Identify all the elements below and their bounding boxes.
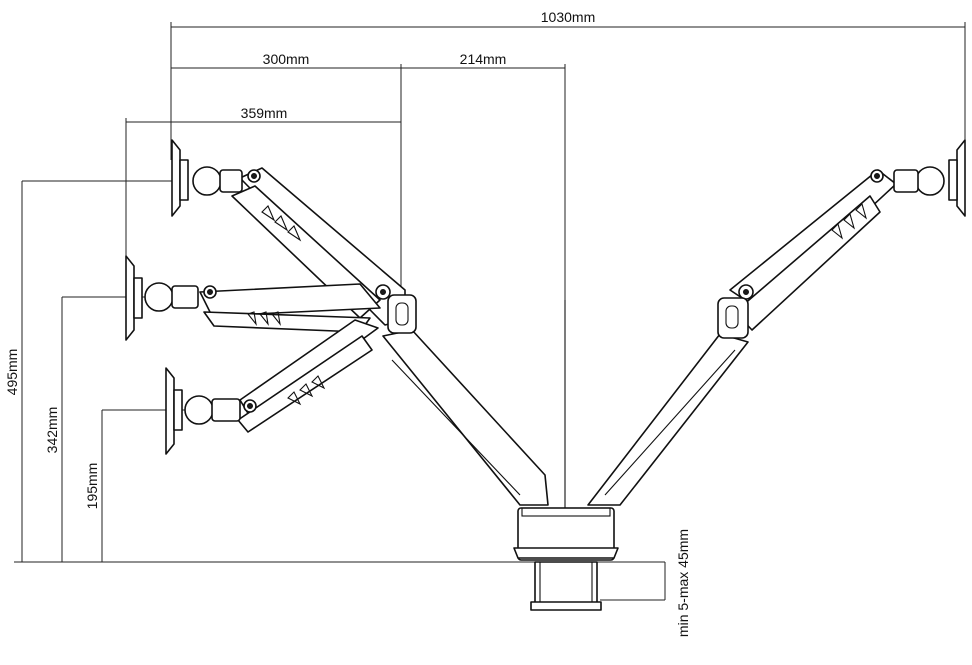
vent-slots-upper-left xyxy=(261,205,302,242)
label-desk-thickness: min 5-max 45mm xyxy=(675,529,691,637)
label-lower-reach: 359mm xyxy=(241,105,288,121)
desk-clamp xyxy=(513,507,619,611)
right-arm xyxy=(717,169,897,339)
label-total-width: 1030mm xyxy=(541,9,595,25)
label-arm-reach: 300mm xyxy=(263,51,310,67)
dimension-labels: 1030mm 300mm 214mm 359mm 495mm 342mm 195… xyxy=(4,9,691,637)
label-mid-height: 342mm xyxy=(44,407,60,454)
monitor-head-left-lower xyxy=(165,367,241,455)
monitor-head-right xyxy=(893,139,966,217)
vent-slots-middle-left xyxy=(247,311,281,326)
vent-slots-lower-left xyxy=(287,375,326,406)
vent-slots-right xyxy=(831,202,868,240)
left-arm-middle xyxy=(199,283,381,333)
label-min-height: 195mm xyxy=(84,463,100,510)
center-mount-arms xyxy=(382,300,749,508)
left-arm-lower xyxy=(237,319,379,433)
monitor-head-left-upper xyxy=(171,139,243,217)
label-pole-offset: 214mm xyxy=(460,51,507,67)
monitor-head-left-middle xyxy=(125,255,199,341)
label-max-height: 495mm xyxy=(4,349,20,396)
